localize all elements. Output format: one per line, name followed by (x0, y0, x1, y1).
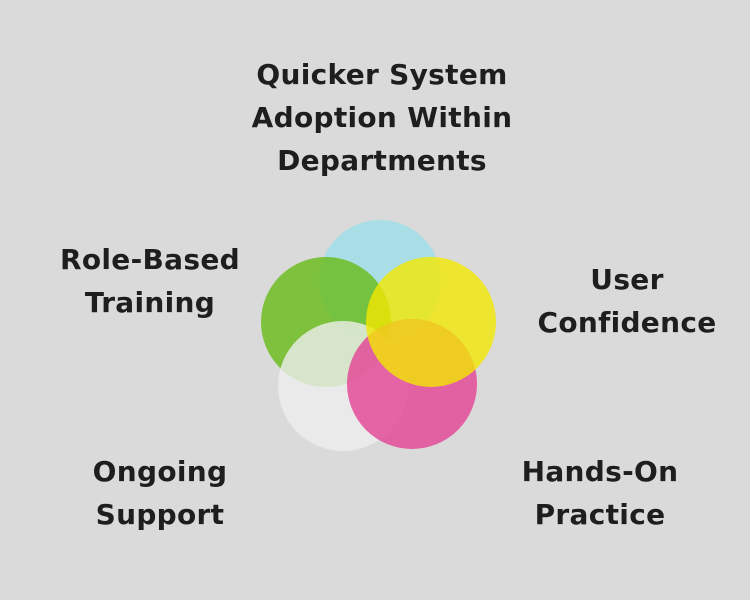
label-line: Support (95, 498, 225, 531)
label-line: Hands-On (521, 455, 679, 488)
label-line: User (590, 263, 664, 296)
label-line: Training (84, 286, 216, 319)
label-line: Adoption Within (251, 101, 513, 134)
label-line: Quicker System (256, 58, 508, 91)
label-role-based-training: Role-Based Training (0, 238, 300, 324)
label-hands-on-practice: Hands-On Practice (450, 450, 750, 536)
label-quicker-system-adoption: Quicker System Adoption Within Departmen… (207, 53, 557, 182)
label-line: Ongoing (92, 455, 228, 488)
label-ongoing-support: Ongoing Support (10, 450, 310, 536)
label-line: Confidence (537, 306, 717, 339)
petal-circle-right-yellow (366, 257, 496, 387)
label-line: Practice (534, 498, 666, 531)
label-line: Departments (277, 144, 487, 177)
label-line: Role-Based (60, 243, 240, 276)
label-user-confidence: User Confidence (477, 258, 750, 344)
